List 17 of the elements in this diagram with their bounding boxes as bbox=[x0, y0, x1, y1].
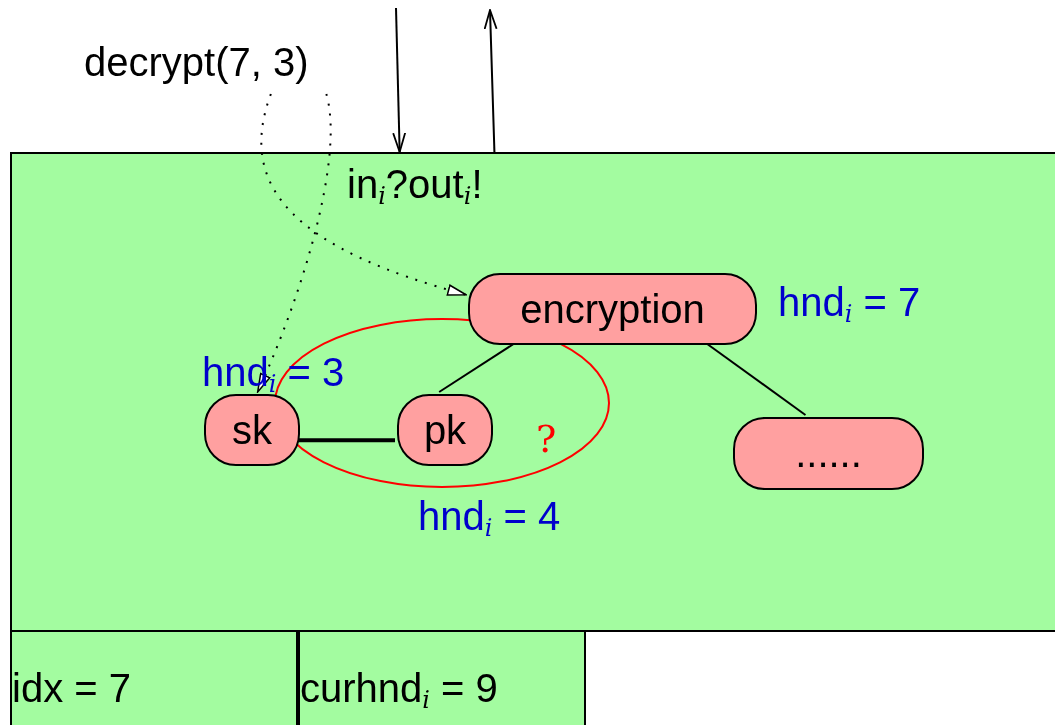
connector-line bbox=[298, 438, 395, 443]
operation-label: decrypt(7, 3) bbox=[84, 38, 309, 86]
question-mark: ? bbox=[536, 420, 557, 458]
handle-label: hnd$_{i}$ = 4 bbox=[418, 493, 561, 543]
key-node: encryption bbox=[468, 273, 757, 345]
key-node: sk bbox=[204, 394, 300, 466]
state-cell: curhnd$_{i}$ = 9 bbox=[298, 632, 586, 725]
key-node: ...... bbox=[733, 417, 924, 490]
key-node: pk bbox=[397, 394, 493, 466]
channel-label: in$_{i}$?out$_{i}$! bbox=[347, 161, 483, 211]
state-cell: idx = 7 bbox=[10, 632, 298, 725]
arrow bbox=[256, 93, 332, 393]
arrow bbox=[483, 9, 498, 153]
arrow bbox=[392, 7, 407, 153]
process-panel bbox=[10, 152, 1055, 632]
handle-label: hnd$_{i}$ = 7 bbox=[778, 279, 921, 329]
arrow bbox=[260, 93, 467, 296]
